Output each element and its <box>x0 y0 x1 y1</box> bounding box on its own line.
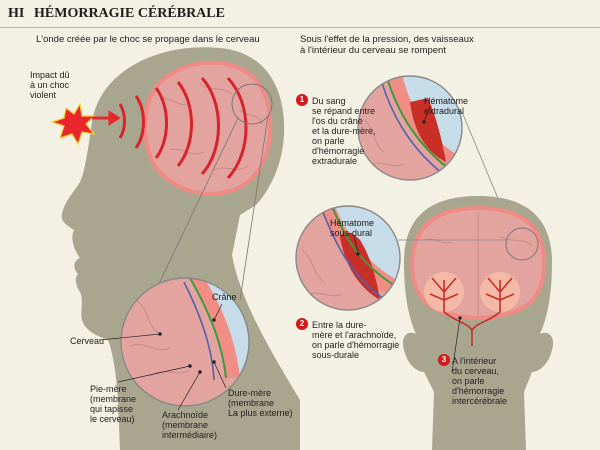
left-brain <box>142 60 273 196</box>
impact-label: Impact dû à un choc violent <box>30 70 70 100</box>
right-caption: Sous l'effet de la pression, des vaissea… <box>300 34 474 56</box>
label-hematome-sous-dural: Hématome sous-dural <box>330 218 375 238</box>
right-zoom-circle-small <box>505 227 539 261</box>
step-1-badge: 1 <box>296 94 308 106</box>
label-dure-mere: Dure-mère (membrane La plus externe) <box>228 388 293 418</box>
header-bar: HI HÉMORRAGIE CÉRÉBRALE <box>0 0 600 28</box>
left-zoom-circle-small <box>231 83 273 125</box>
left-caption: L'onde créée par le choc se propage dans… <box>36 34 260 45</box>
step-3-badge: 3 <box>438 354 450 366</box>
step-3-text: A l'intérieur du cerveau, on parle d'hém… <box>452 356 508 406</box>
extradural-cross-section <box>358 76 462 180</box>
impact-arrows <box>92 110 121 126</box>
label-arachnoide: Arachnoïde (membrane intermédiaire) <box>162 410 218 440</box>
page-title: HÉMORRAGIE CÉRÉBRALE <box>34 6 225 21</box>
label-crane: Crâne <box>212 292 237 302</box>
label-hematome-extradural: Hématome extradural <box>424 96 469 116</box>
impact-starburst-icon <box>50 102 96 146</box>
step-1-text: Du sang se répand entre l'os du crâne et… <box>312 96 376 166</box>
label-cerveau: Cerveau <box>70 336 105 346</box>
intracerebral-bleed <box>424 272 520 346</box>
step-2-text: Entre la dure- mère et l'arachnoïde, on … <box>312 320 400 360</box>
section-code: HI <box>8 6 25 21</box>
step-2-badge: 2 <box>296 318 308 330</box>
label-pie-mere: Pie-mère (membrane qui tapisse le cervea… <box>90 384 137 424</box>
shock-waves <box>118 76 248 180</box>
